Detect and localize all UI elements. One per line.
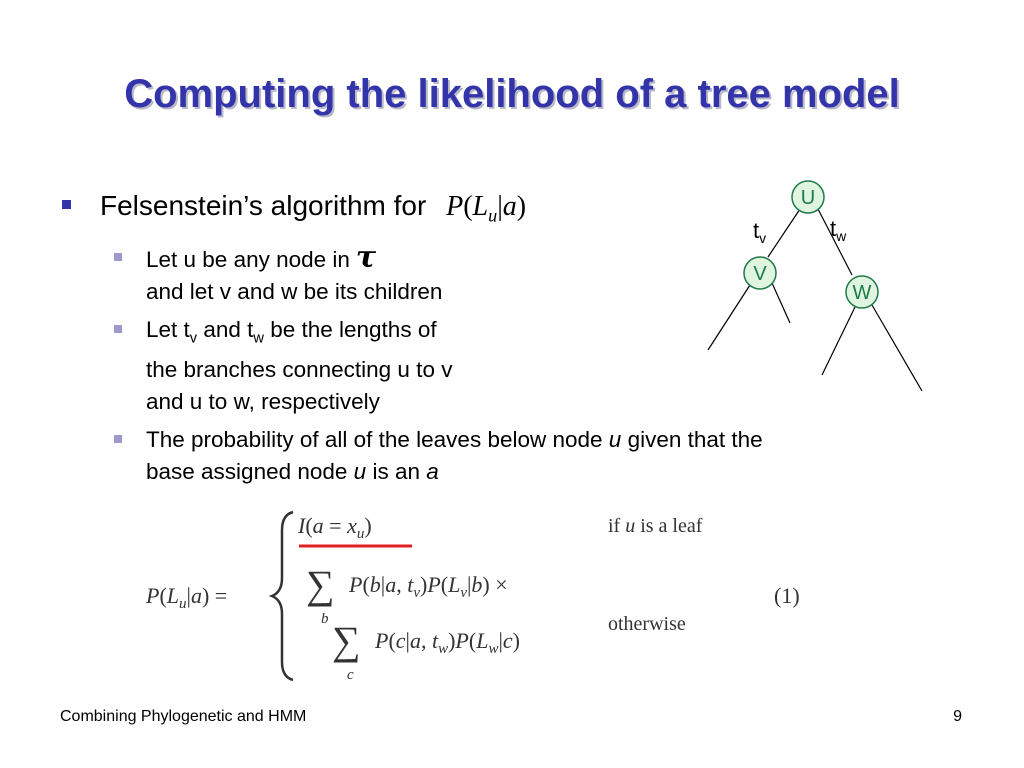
slide-title: Computing the likelihood of a tree model [124,72,900,116]
sum-var-c: c [347,667,354,683]
sub2-post: be the lengths of [263,316,437,342]
tree-diagram: U V W tv tw [707,180,923,392]
sub-bullet-marker [114,324,122,333]
edge-w-leaf-right [871,304,923,392]
bullet-felsenstein: Felsenstein’s algorithm for P(Lu|a) [62,188,942,234]
tau-symbol: τ [355,239,377,275]
edge-v-leaf-left [707,284,751,351]
bullet-list: Felsenstein’s algorithm for P(Lu|a) Let … [62,188,942,488]
sub3-pre: The probability of all of the leaves bel… [146,427,609,453]
page-number: 9 [953,708,962,725]
sub-bullet-probability: The probability of all of the leaves bel… [62,424,942,488]
sub3-u1: u [608,427,622,453]
sum-var-b: b [321,611,329,627]
case1-expression: I(a = xu) [297,513,372,542]
node-w-label: W [853,282,872,304]
sub-bullet-marker [114,435,122,444]
sub3-line2-mid: is an [366,459,427,485]
node-u-label: U [801,187,815,209]
sum-symbol-b: ∑ [306,562,335,607]
bullet-marker [62,200,71,209]
sub3-a: a [426,459,439,485]
node-w [845,275,879,309]
sub3-line2-pre: base assigned node [146,459,354,485]
sub1-line2: and let v and w be its children [146,278,443,304]
equation-number: (1) [774,583,800,608]
equation-lhs: P(Lu|a) = [145,583,227,612]
sum-symbol-c: ∑ [332,618,361,663]
edge-v-leaf-right [771,282,791,324]
sub2-sub-v: v [189,330,198,347]
sub3-mid: given that the [621,427,763,453]
sub-bullet-branch-lengths: Let tv and tw be the lengths of the bran… [62,314,942,419]
formula-p-lu-a: P(Lu|a) [446,191,527,226]
sub1-line1: Let u be any node in [146,246,350,272]
case2-condition: otherwise [608,613,686,635]
sub-bullet-marker [114,252,122,261]
edge-w-leaf-left [821,304,857,376]
sub2-mid: and t [197,316,254,342]
case2-term2: P(c|a, tw)P(Lw|c) [374,628,520,657]
bullet-text: Felsenstein’s algorithm for [100,190,427,221]
sub2-sub-w: w [253,330,264,347]
footer-title: Combining Phylogenetic and HMM [60,708,307,725]
sub3-u2: u [353,459,367,485]
case2-term1: P(b|a, tv)P(Lv|b) × [348,572,508,601]
node-u [791,180,825,214]
case1-condition: if u is a leaf [608,515,703,537]
edge-u-v [767,208,801,258]
node-v-label: V [753,263,767,285]
curly-brace [268,510,294,682]
edge-label-tv: tv [753,218,766,246]
sub2-line3: and u to w, respectively [146,389,380,415]
sub2-pre: Let t [146,316,190,342]
edge-label-tw: tw [830,216,847,244]
edge-u-w [817,208,853,276]
sub2-line2: the branches connecting u to v [146,357,453,383]
node-v [743,256,777,290]
